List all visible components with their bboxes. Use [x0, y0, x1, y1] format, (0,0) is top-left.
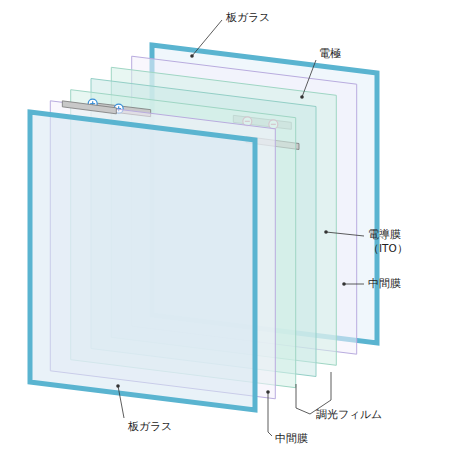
film-bracket — [296, 384, 310, 414]
leader-dot — [342, 282, 346, 286]
part-label: 中間膜 — [275, 432, 308, 446]
glass-plate — [30, 112, 255, 410]
leader-dots — [116, 54, 346, 394]
part-label: 調光フィルム — [316, 408, 382, 422]
leader-line — [268, 392, 272, 436]
part-label: 板ガラス — [128, 420, 172, 434]
part-label: 板ガラス — [226, 11, 270, 25]
leader-lines — [118, 20, 364, 436]
part-label: 電極 — [319, 47, 341, 61]
part-label: 中間膜 — [368, 277, 401, 291]
leader-dot — [300, 95, 304, 99]
electrode-bar — [62, 101, 116, 114]
film-bracket — [310, 372, 331, 414]
leader-dot — [116, 384, 120, 388]
leader-line — [344, 284, 364, 285]
leader-line — [302, 60, 316, 97]
leader-line — [118, 386, 124, 418]
glass-layers — [30, 45, 377, 410]
leader-dot — [190, 54, 194, 58]
leader-dot — [266, 390, 270, 394]
part-label: 電導膜 （ITO） — [368, 228, 420, 255]
leader-line — [326, 232, 364, 236]
leader-dot — [324, 230, 328, 234]
leader-line — [192, 20, 222, 56]
